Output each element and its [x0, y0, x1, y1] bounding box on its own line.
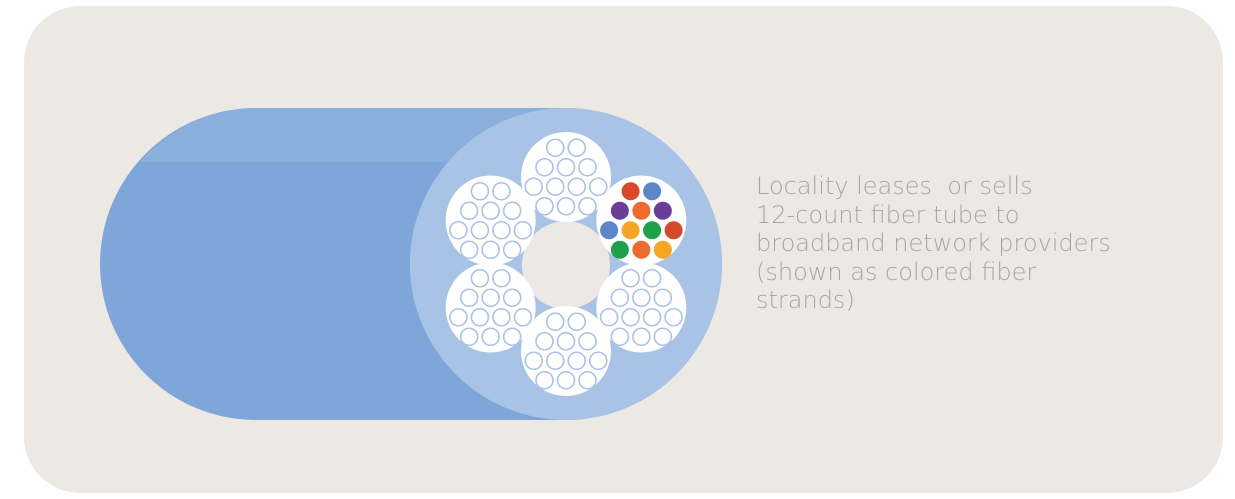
fiber-strand: [578, 331, 597, 351]
fiber-strand: [492, 181, 511, 201]
fiber-strand: [599, 307, 619, 327]
buffer-tubes: [445, 132, 687, 396]
colored-fiber-strand: [610, 201, 629, 220]
caption-line-4: (shown as colored fiber: [756, 257, 1037, 286]
fiber-strand: [545, 351, 565, 371]
fiber-strand: [588, 351, 608, 371]
colored-fiber-strand: [653, 201, 672, 220]
colored-fiber-strand: [600, 221, 619, 240]
fiber-strand: [545, 177, 565, 197]
fiber-strand: [502, 327, 522, 347]
fiber-strand: [524, 351, 544, 371]
fiber-strand: [567, 177, 587, 197]
colored-fiber-strand: [632, 201, 651, 220]
fiber-strand: [578, 196, 597, 216]
colored-fiber-strand: [653, 240, 672, 259]
colored-fiber-strand: [664, 221, 683, 240]
fiber-strand: [567, 138, 587, 158]
fiber-strand: [492, 307, 511, 327]
fiber-strand: [535, 157, 554, 177]
fiber-strand: [492, 268, 511, 288]
fiber-strand: [513, 220, 533, 240]
fiber-strand: [535, 196, 554, 216]
buffer-tube-lower-left: [445, 262, 536, 353]
fiber-strand: [632, 288, 651, 308]
central-member: [522, 221, 610, 309]
fiber-strand: [481, 201, 500, 221]
fiber-strand: [535, 370, 554, 390]
colored-fiber-strand: [621, 221, 640, 240]
fiber-strand: [653, 327, 673, 347]
caption-line-1: Locality leases or sells: [756, 172, 1033, 200]
fiber-strand: [664, 307, 683, 327]
fiber-strand: [535, 331, 554, 351]
fiber-strand: [610, 327, 630, 347]
fiber-strand: [567, 351, 587, 371]
fiber-strand: [492, 220, 511, 240]
fiber-strand: [459, 240, 479, 260]
fiber-strand: [578, 157, 597, 177]
fiber-strand: [470, 268, 490, 288]
colored-fiber-strand: [610, 240, 629, 259]
fiber-strand: [459, 201, 479, 221]
fiber-strand: [502, 240, 522, 260]
fiber-strand: [556, 370, 576, 390]
colored-fiber-strand: [643, 182, 662, 201]
fiber-strand: [578, 370, 597, 390]
caption: Locality leases or sells 12-count fiber …: [756, 172, 1196, 315]
buffer-tube-lower-right: [596, 262, 687, 353]
cable-body: [100, 108, 722, 420]
fiber-strand: [513, 307, 533, 327]
fiber-strand: [632, 327, 651, 347]
caption-line-3: broadband network providers: [756, 229, 1111, 257]
fiber-strand: [642, 268, 662, 288]
fiber-strand: [567, 312, 587, 332]
fiber-strand: [470, 220, 490, 240]
fiber-strand: [556, 196, 576, 216]
fiber-strand: [642, 307, 662, 327]
colored-fiber-strand: [632, 240, 651, 259]
cable-sheath-highlight: [140, 108, 566, 162]
buffer-tube-upper-right: [596, 175, 687, 266]
fiber-strand: [459, 288, 479, 308]
fiber-strand: [481, 288, 500, 308]
fiber-strand: [545, 138, 565, 158]
fiber-strand: [610, 288, 630, 308]
fiber-strand: [556, 331, 576, 351]
buffer-tube-top: [521, 132, 611, 222]
fiber-strand: [481, 327, 500, 347]
fiber-strand: [481, 240, 500, 260]
fiber-strand: [449, 220, 468, 240]
fiber-strand: [556, 157, 576, 177]
fiber-strand: [459, 327, 479, 347]
buffer-tube-upper-left: [445, 175, 536, 266]
fiber-strand: [502, 201, 522, 221]
fiber-strand: [653, 288, 673, 308]
caption-line-5: strands): [756, 286, 855, 314]
colored-fiber-strand: [621, 182, 640, 201]
fiber-strand: [545, 312, 565, 332]
fiber-strand: [621, 307, 640, 327]
fiber-strand: [470, 181, 490, 201]
colored-fiber-strand: [643, 221, 662, 240]
fiber-strand: [524, 177, 544, 197]
fiber-strand: [470, 307, 490, 327]
fiber-strand: [449, 307, 468, 327]
fiber-strand: [621, 268, 640, 288]
caption-line-2: 12-count fiber tube to: [756, 200, 1020, 229]
fiber-strand: [502, 288, 522, 308]
fiber-strand: [588, 177, 608, 197]
buffer-tube-bottom: [521, 306, 611, 396]
